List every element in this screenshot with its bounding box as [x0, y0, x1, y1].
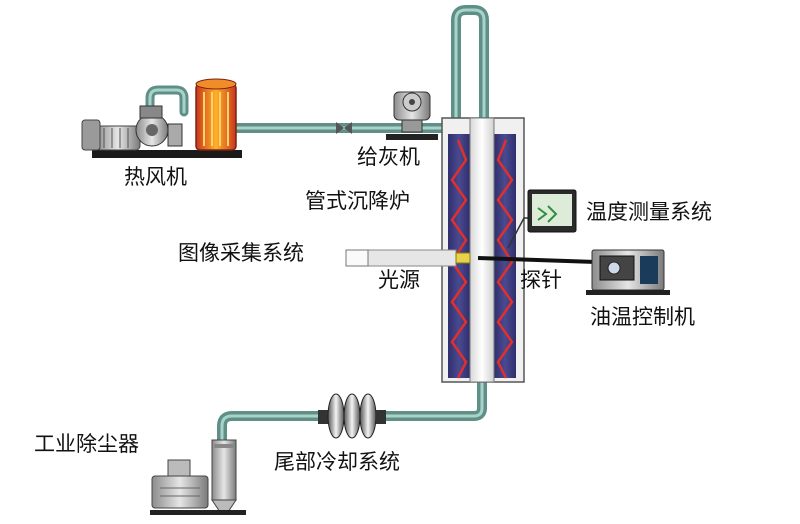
hot-air-blower	[81, 78, 242, 158]
light-source-block	[455, 252, 471, 264]
label-drop-tube-furnace: 管式沉降炉	[305, 189, 410, 213]
probe-rod	[477, 256, 597, 264]
industrial-dust-collector	[150, 439, 246, 515]
pipe-heater-to-furnace	[234, 5, 489, 133]
label-ash-feeder: 给灰机	[357, 145, 420, 169]
ash-feeder	[336, 91, 438, 140]
label-tail-cooling: 尾部冷却系统	[274, 450, 400, 474]
temperature-measurement-system	[507, 189, 577, 249]
label-oil-temp-controller: 油温控制机	[590, 305, 695, 329]
label-probe: 探针	[520, 268, 562, 292]
oil-temp-controller	[586, 249, 670, 295]
label-light-source: 光源	[378, 268, 420, 292]
label-hot-air-blower: 热风机	[124, 165, 187, 189]
label-industrial-dust-collector: 工业除尘器	[34, 432, 139, 456]
tail-cooling-unit	[318, 393, 386, 439]
label-image-acquisition: 图像采集系统	[178, 241, 304, 265]
optical-line	[345, 249, 597, 267]
pipe-network	[145, 5, 489, 440]
heater-unit	[195, 83, 237, 151]
heater-coil-right	[496, 139, 514, 379]
label-temperature-measurement: 温度测量系统	[586, 200, 712, 224]
drop-tube-furnace	[441, 117, 525, 383]
